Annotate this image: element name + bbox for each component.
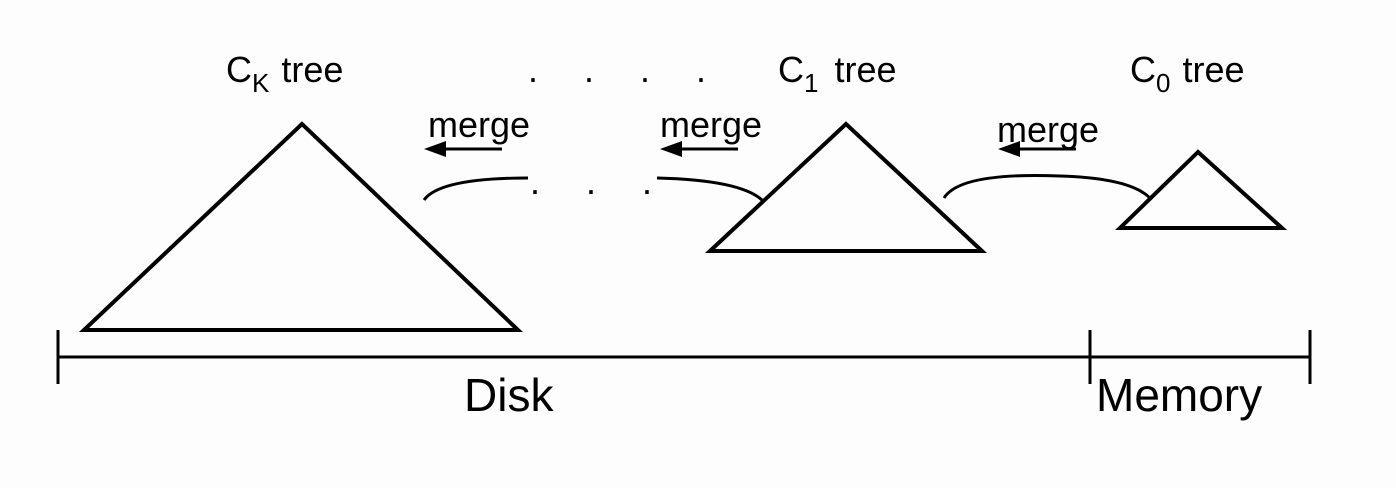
merge-arrow-2 [660, 141, 738, 157]
merge-label-1: merge [428, 104, 530, 145]
merge-arrow-3 [998, 141, 1076, 157]
ck-tree-triangle [78, 121, 523, 332]
memory-label: Memory [1096, 369, 1262, 421]
merge-curve-2 [656, 176, 764, 202]
disk-label: Disk [464, 369, 554, 421]
merge-curve-1 [422, 176, 529, 201]
merge-label-2: merge [660, 104, 762, 145]
merge-label-3: merge [997, 109, 1099, 150]
ellipsis-top: . . . . [528, 49, 724, 90]
ellipsis-mid: . . . [530, 161, 670, 202]
merge-arrow-1 [424, 141, 502, 157]
storage-axis [56, 330, 1312, 384]
c0-tree-triangle [1115, 149, 1288, 230]
merge-curve-3 [942, 174, 1152, 200]
c1-tree-triangle [704, 121, 988, 253]
